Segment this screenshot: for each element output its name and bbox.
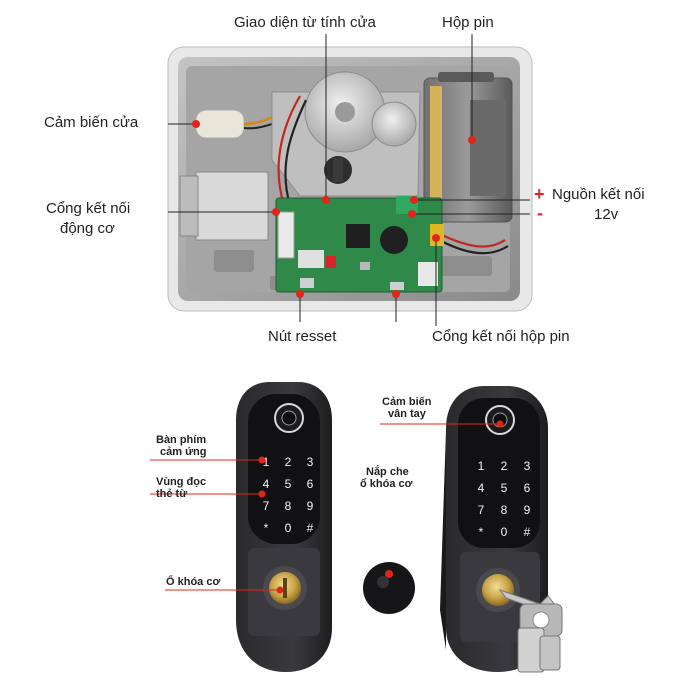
keypad-left: 1 2 3 4 5 6 7 8 9 * 0 # [263,455,314,535]
label-battery-box: Hộp pin [442,14,494,31]
keypad-key-right[interactable]: 1 [478,459,485,473]
keypad-key-right[interactable]: 5 [501,481,508,495]
label-motor-connector-2: động cơ [60,220,115,237]
keypad-key-right[interactable]: 0 [501,525,508,539]
keypad-key-left[interactable]: 5 [285,477,292,491]
latch-block [179,171,269,241]
label-fingerprint-2: vân tay [388,408,426,420]
keypad-key-right[interactable]: 8 [501,503,508,517]
keypad-key-left[interactable]: 0 [285,521,292,535]
label-mechanical-lock: Ổ khóa cơ [166,576,221,588]
smart-lock-front [236,382,332,672]
label-card-reader-1: Vùng đọc [156,476,207,488]
keypad-key-right[interactable]: 6 [524,481,531,495]
label-motor-connector-1: Cổng kết nối [46,200,131,217]
keypad-key-left[interactable]: 7 [263,499,270,513]
keypad-key-right[interactable]: # [524,525,531,539]
motor-assembly [271,71,421,197]
keypad-key-left[interactable]: 2 [285,455,292,469]
label-power-2: 12v [594,206,619,223]
keypad-key-left[interactable]: # [307,521,314,535]
bottom-callout-dots [258,420,504,594]
label-magnetic-interface: Giao diện từ tính cửa [234,14,376,31]
keypad-key-left[interactable]: 8 [285,499,292,513]
keypad-right: 1 2 3 4 5 6 7 8 9 * 0 # [478,459,531,539]
power-minus-sign: - [537,203,543,223]
keypad-key-left[interactable]: 4 [263,477,270,491]
key [498,588,563,673]
label-cover-2: ổ khóa cơ [360,478,413,490]
label-door-sensor: Cảm biến cửa [44,114,139,131]
cover-cap [363,562,415,614]
keypad-key-right[interactable]: 7 [478,503,485,517]
power-plus-sign: + [534,184,545,204]
bottom-callout-lines [150,423,500,591]
label-touch-keypad-2: cảm ứng [160,446,207,458]
label-reset-button: Nút resset [268,328,337,345]
battery-box [423,72,513,223]
keypad-key-right[interactable]: 9 [524,503,531,517]
label-fingerprint-1: Cảm biến [382,396,432,408]
label-card-reader-2: thẻ từ [156,488,188,500]
keypad-key-right[interactable]: 4 [478,481,485,495]
label-touch-keypad-1: Bàn phím [156,434,207,446]
label-power-1: Nguồn kết nối [552,186,645,203]
top-callout-lines [168,34,530,326]
keypad-key-left[interactable]: * [264,521,269,535]
keypad-key-left[interactable]: 9 [307,499,314,513]
top-callout-dots [192,120,476,298]
keypad-key-left[interactable]: 6 [307,477,314,491]
pcb-board [275,196,444,293]
label-cover-1: Nắp che [366,466,409,478]
keypad-key-right[interactable]: * [479,525,484,539]
label-battery-connector: Cổng kết nối hộp pin [432,328,570,345]
keypad-key-right[interactable]: 3 [524,459,531,473]
keypad-key-right[interactable]: 2 [501,459,508,473]
keypad-key-left[interactable]: 1 [263,455,270,469]
keypad-key-left[interactable]: 3 [307,455,314,469]
